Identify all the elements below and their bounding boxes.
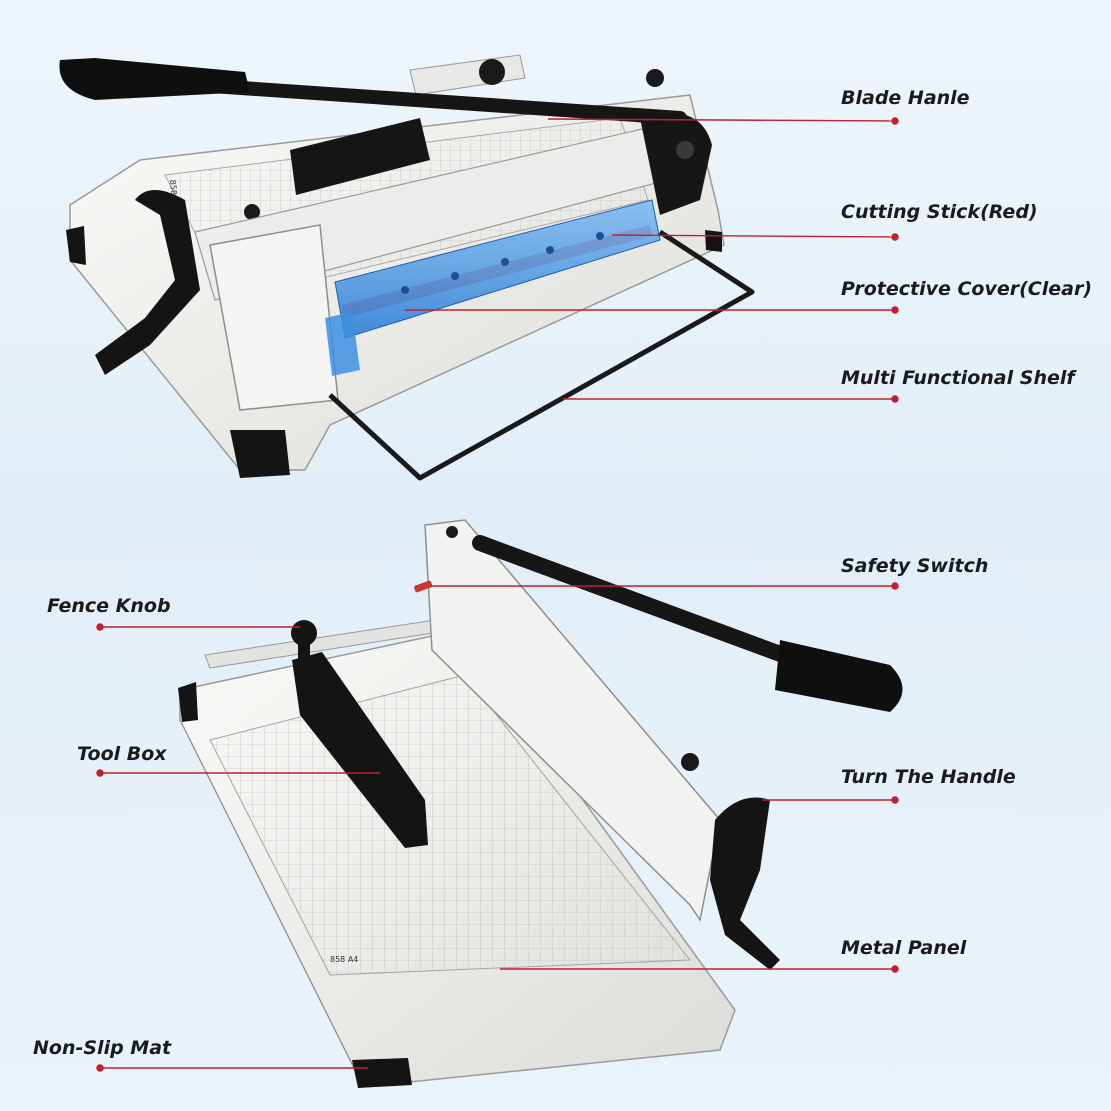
bottom-model-number: 858 A4 xyxy=(330,955,358,964)
label-turn-the-handle: Turn The Handle xyxy=(841,766,1016,788)
top-foot-right xyxy=(705,230,722,252)
top-model-number: 858 xyxy=(168,179,178,195)
leader-cutting-stick xyxy=(611,234,896,238)
bottom-tool-box xyxy=(292,652,428,848)
bottom-blade-handle-arm xyxy=(472,535,818,673)
top-crank-handle xyxy=(95,190,200,375)
bottom-turn-handle xyxy=(710,797,780,970)
top-fence-knob xyxy=(479,59,505,85)
bottom-foot-left xyxy=(178,682,198,722)
label-fence-knob: Fence Knob xyxy=(47,595,171,617)
top-multi-functional-shelf xyxy=(328,229,755,481)
bottom-blade-handle-grip xyxy=(775,640,903,712)
label-multi-functional-shelf: Multi Functional Shelf xyxy=(841,367,1075,389)
top-cutter-fence-rail xyxy=(409,54,526,96)
leader-blade-handle xyxy=(547,118,896,122)
top-handle-pivot xyxy=(640,112,712,215)
top-cutter-fence-bar xyxy=(290,118,430,195)
bottom-cutter: 858 A4 xyxy=(178,519,903,1088)
label-blade-handle: Blade Hanle xyxy=(841,87,970,109)
label-metal-panel: Metal Panel xyxy=(841,937,967,959)
label-non-slip-mat: Non-Slip Mat xyxy=(33,1037,172,1059)
top-knob-left xyxy=(244,204,260,220)
label-cutting-stick: Cutting Stick(Red) xyxy=(841,201,1038,223)
top-foot-left xyxy=(230,430,290,478)
top-protective-cover-end xyxy=(325,312,360,376)
bottom-fence-knob-stem xyxy=(298,640,310,662)
label-tool-box: Tool Box xyxy=(77,743,167,765)
label-protective-cover: Protective Cover(Clear) xyxy=(841,278,1093,300)
bottom-housing-knob-top xyxy=(446,526,458,538)
top-pivot-bolt xyxy=(676,141,694,159)
top-cutter: 858 xyxy=(59,54,755,481)
top-blade-handle-grip xyxy=(59,58,250,100)
top-foot-back xyxy=(66,226,86,265)
top-cover-bolts xyxy=(401,232,604,294)
bottom-safety-switch xyxy=(414,580,433,593)
top-knob-right xyxy=(646,69,664,87)
label-safety-switch: Safety Switch xyxy=(841,555,989,577)
bottom-housing-knob-mid xyxy=(681,753,699,771)
leader-lines xyxy=(96,117,899,1072)
bottom-blade-housing xyxy=(424,519,721,922)
bottom-foot-front xyxy=(352,1058,412,1088)
